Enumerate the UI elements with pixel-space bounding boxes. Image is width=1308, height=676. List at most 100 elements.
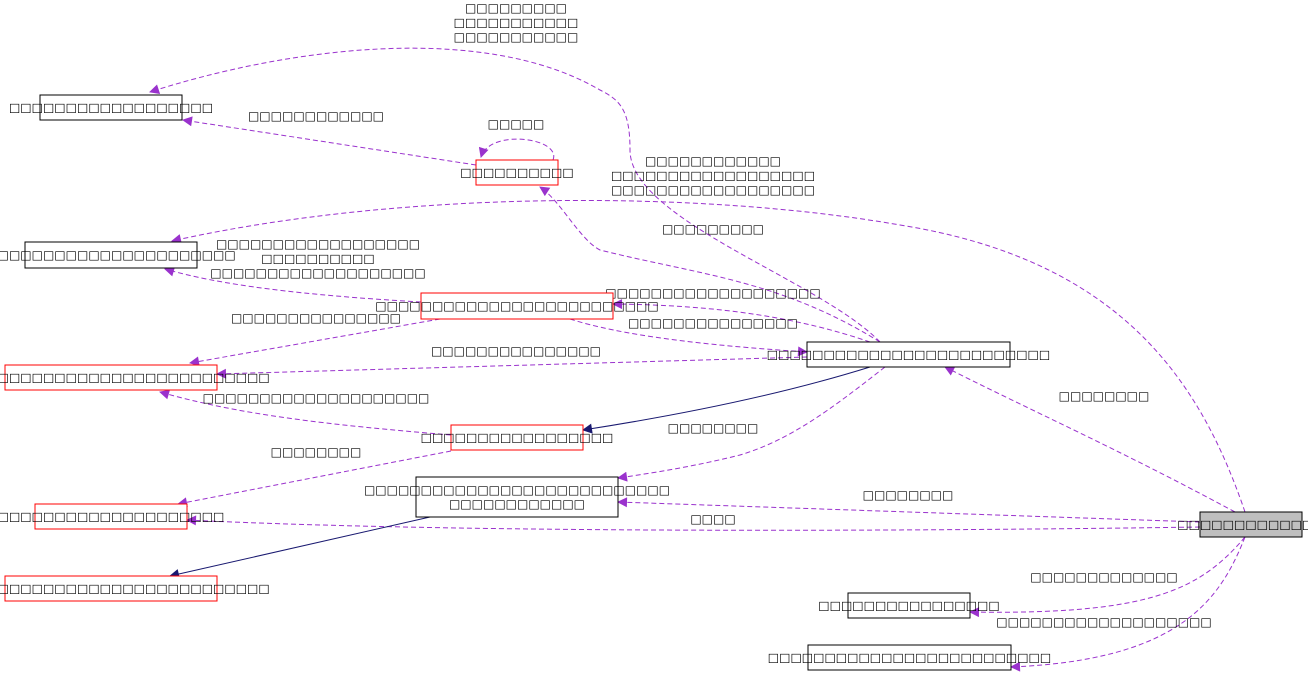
node-box [39,94,183,121]
edge-line [186,515,1201,531]
edge-line [969,536,1246,618]
edge-label: □□□□□□□□□□□□ [645,154,781,168]
edge-label: □□□□□□□□ [271,445,362,459]
node-box [1199,511,1303,538]
edge-label: □□□□□□□□□□□□□ [1030,570,1177,584]
edge-line [149,47,881,343]
edge-line [182,116,477,166]
node-box [24,241,198,269]
node-label: □□□□□□□□□□□□□□□□□□□□□□ [0,248,236,262]
node-box [4,575,218,602]
edge-label: □□□□□□□□ [1059,389,1150,403]
edge-line [171,199,1246,513]
class-node-A[interactable]: □□□□□□□□□□□□□□□□□□ [9,94,213,121]
node-label: □□□□□□□□□□□□□□□□□□□□ [0,510,224,524]
node-label: □□□□□□□□□□□□□□□□□□□□□□□□□ [767,348,1050,362]
edge-label: □□□□□□□□□ [662,222,764,236]
edge-K-to-H: □□□□□□□□ [617,488,1201,523]
edge-line [612,299,871,343]
node-box [475,159,559,186]
edge-label: □□□□□ [488,117,545,131]
node-box [4,364,218,391]
edge-line [539,186,881,343]
edge-E-to-G [582,366,871,434]
class-node-H[interactable]: □□□□□□□□□□□□□□□□□□□□□□□□□□□□□□□□□□□□□□□ [364,476,670,518]
node-label: □□□□□□□□□□ [460,166,573,180]
class-node-I[interactable]: □□□□□□□□□□□□□□□□□□□□ [0,503,224,530]
node-label: □□□□□□□□□□□□ [449,497,585,511]
edge-line [169,516,431,579]
edge-label: □□□□□□□□□□□□□□□□□□□ [996,615,1211,629]
edge-line [164,266,422,303]
edge-line [189,318,441,367]
edge-label: □□□□□□□□□□□□□□□ [628,316,798,330]
node-label: □□□□□□□□□□□□□□□□□□□□□□□□□ [375,299,658,313]
node-label: □□□□□□□□□□□□□□□□ [818,599,999,613]
edge-label: □□□□□□□□□□□□□□□ [231,311,401,325]
edge-K-to-L: □□□□□□□□□□□□□ [969,536,1246,618]
edge-G-to-F: □□□□□□□□□□□□□□□□□□□□ [159,389,452,436]
edge-D-to-E: □□□□□□□□□□□□□□□ [569,316,808,357]
class-node-D[interactable]: □□□□□□□□□□□□□□□□□□□□□□□□□ [375,292,659,320]
class-node-F[interactable]: □□□□□□□□□□□□□□□□□□□□□□□□□□□□ [0,364,270,391]
node-label: □□□□□□□□□□□□□□□□□□ [9,101,213,115]
edge-line [569,318,808,357]
edge-B-to-B: □□□□□ [478,117,555,161]
edge-H-to-J [169,516,431,579]
edge-label: □□□□ [690,512,735,526]
edge-G-to-I: □□□□□□□□ [177,445,452,508]
edge-K-to-I: □□□□ [186,512,1201,531]
edge-line [1010,536,1246,672]
edge-D-to-C: □□□□□□□□□□□□□□□□□□□□□□□□□□□□□□□□□□□□□□□□… [164,237,426,303]
class-node-C[interactable]: □□□□□□□□□□□□□□□□□□□□□□ [0,241,236,269]
edge-label: □□□□□□□□□□ [261,252,374,266]
node-box [420,292,614,320]
edge-label: □□□□□□□□□□□□□□□□□□ [611,183,815,197]
node-label: □□□□□□□□□□□□□□□□□□□□□□□□□□□□ [0,582,270,596]
class-node-K[interactable]: □□□□□□□□□□□□□ [1177,511,1308,538]
class-node-G[interactable]: □□□□□□□□□□□□□□□□□ [421,424,614,451]
node-label: □□□□□□□□□□□□□□□□□□□□□□□□□□□□ [0,371,270,385]
node-label: □□□□□□□□□□□□□□□□□□□□□□□□□ [768,651,1051,665]
edge-D-to-F: □□□□□□□□□□□□□□□ [189,311,441,367]
node-box [847,592,971,619]
edge-label: □□□□□□□□□□□□□□□□□□□ [605,286,820,300]
edge-line [159,389,452,436]
edge-label: □□□□□□□□□ [465,1,567,15]
edge-line [617,366,886,482]
node-box [806,341,1011,368]
edge-K-to-C: □□□□□□□□□□□□□□□□□□□□□□□□□□□□□□□□□□□□□□□□… [171,154,1246,513]
node-label: □□□□□□□□□□□□□ [1177,518,1308,532]
class-node-L[interactable]: □□□□□□□□□□□□□□□□ [818,592,1000,619]
node-box [807,644,1012,671]
class-node-B[interactable]: □□□□□□□□□□ [460,159,574,186]
class-node-M[interactable]: □□□□□□□□□□□□□□□□□□□□□□□□□ [768,644,1051,671]
node-box [450,424,584,451]
edge-label: □□□□□□□□□□□□□□□□□□ [611,169,815,183]
edge-line [478,138,555,161]
edge-E-to-H: □□□□□□□□ [617,366,886,482]
node-label: □□□□□□□□□□□□□□□□□ [421,431,614,445]
edge-line [617,497,1201,523]
edge-line [944,366,1236,513]
edge-label: □□□□□□□□□□□□□□□□□□□ [210,266,425,280]
edge-label: □□□□□□□□□□□□□□□□□□□□ [203,391,430,405]
edge-label: □□□□□□□□□□□ [454,30,579,44]
edge-label: □□□□□□□□□□□□□□□□□□ [216,237,420,251]
node-label: □□□□□□□□□□□□□□□□□□□□□□□□□□□ [364,483,670,497]
edge-line [582,366,871,434]
edge-E-to-A: □□□□□□□□□□□□□□□□□□□□□□□□□□□□□□□ [149,1,881,343]
edge-B-to-A: □□□□□□□□□□□□ [182,109,477,166]
edge-E-to-B: □□□□□□□□□ [539,186,881,343]
edge-label: □□□□□□□□□□□□□□□ [431,344,601,358]
node-box [415,476,619,518]
edge-E-to-F: □□□□□□□□□□□□□□□ [216,344,808,379]
edge-E-to-D: □□□□□□□□□□□□□□□□□□□ [605,286,871,343]
class-node-E[interactable]: □□□□□□□□□□□□□□□□□□□□□□□□□ [767,341,1050,368]
edge-K-to-E: □□□□□□□□ [944,366,1236,513]
edge-line [216,356,808,379]
edge-label: □□□□□□□□□□□□ [248,109,384,123]
class-node-J[interactable]: □□□□□□□□□□□□□□□□□□□□□□□□□□□□ [0,575,270,602]
edge-label: □□□□□□□□ [668,421,759,435]
